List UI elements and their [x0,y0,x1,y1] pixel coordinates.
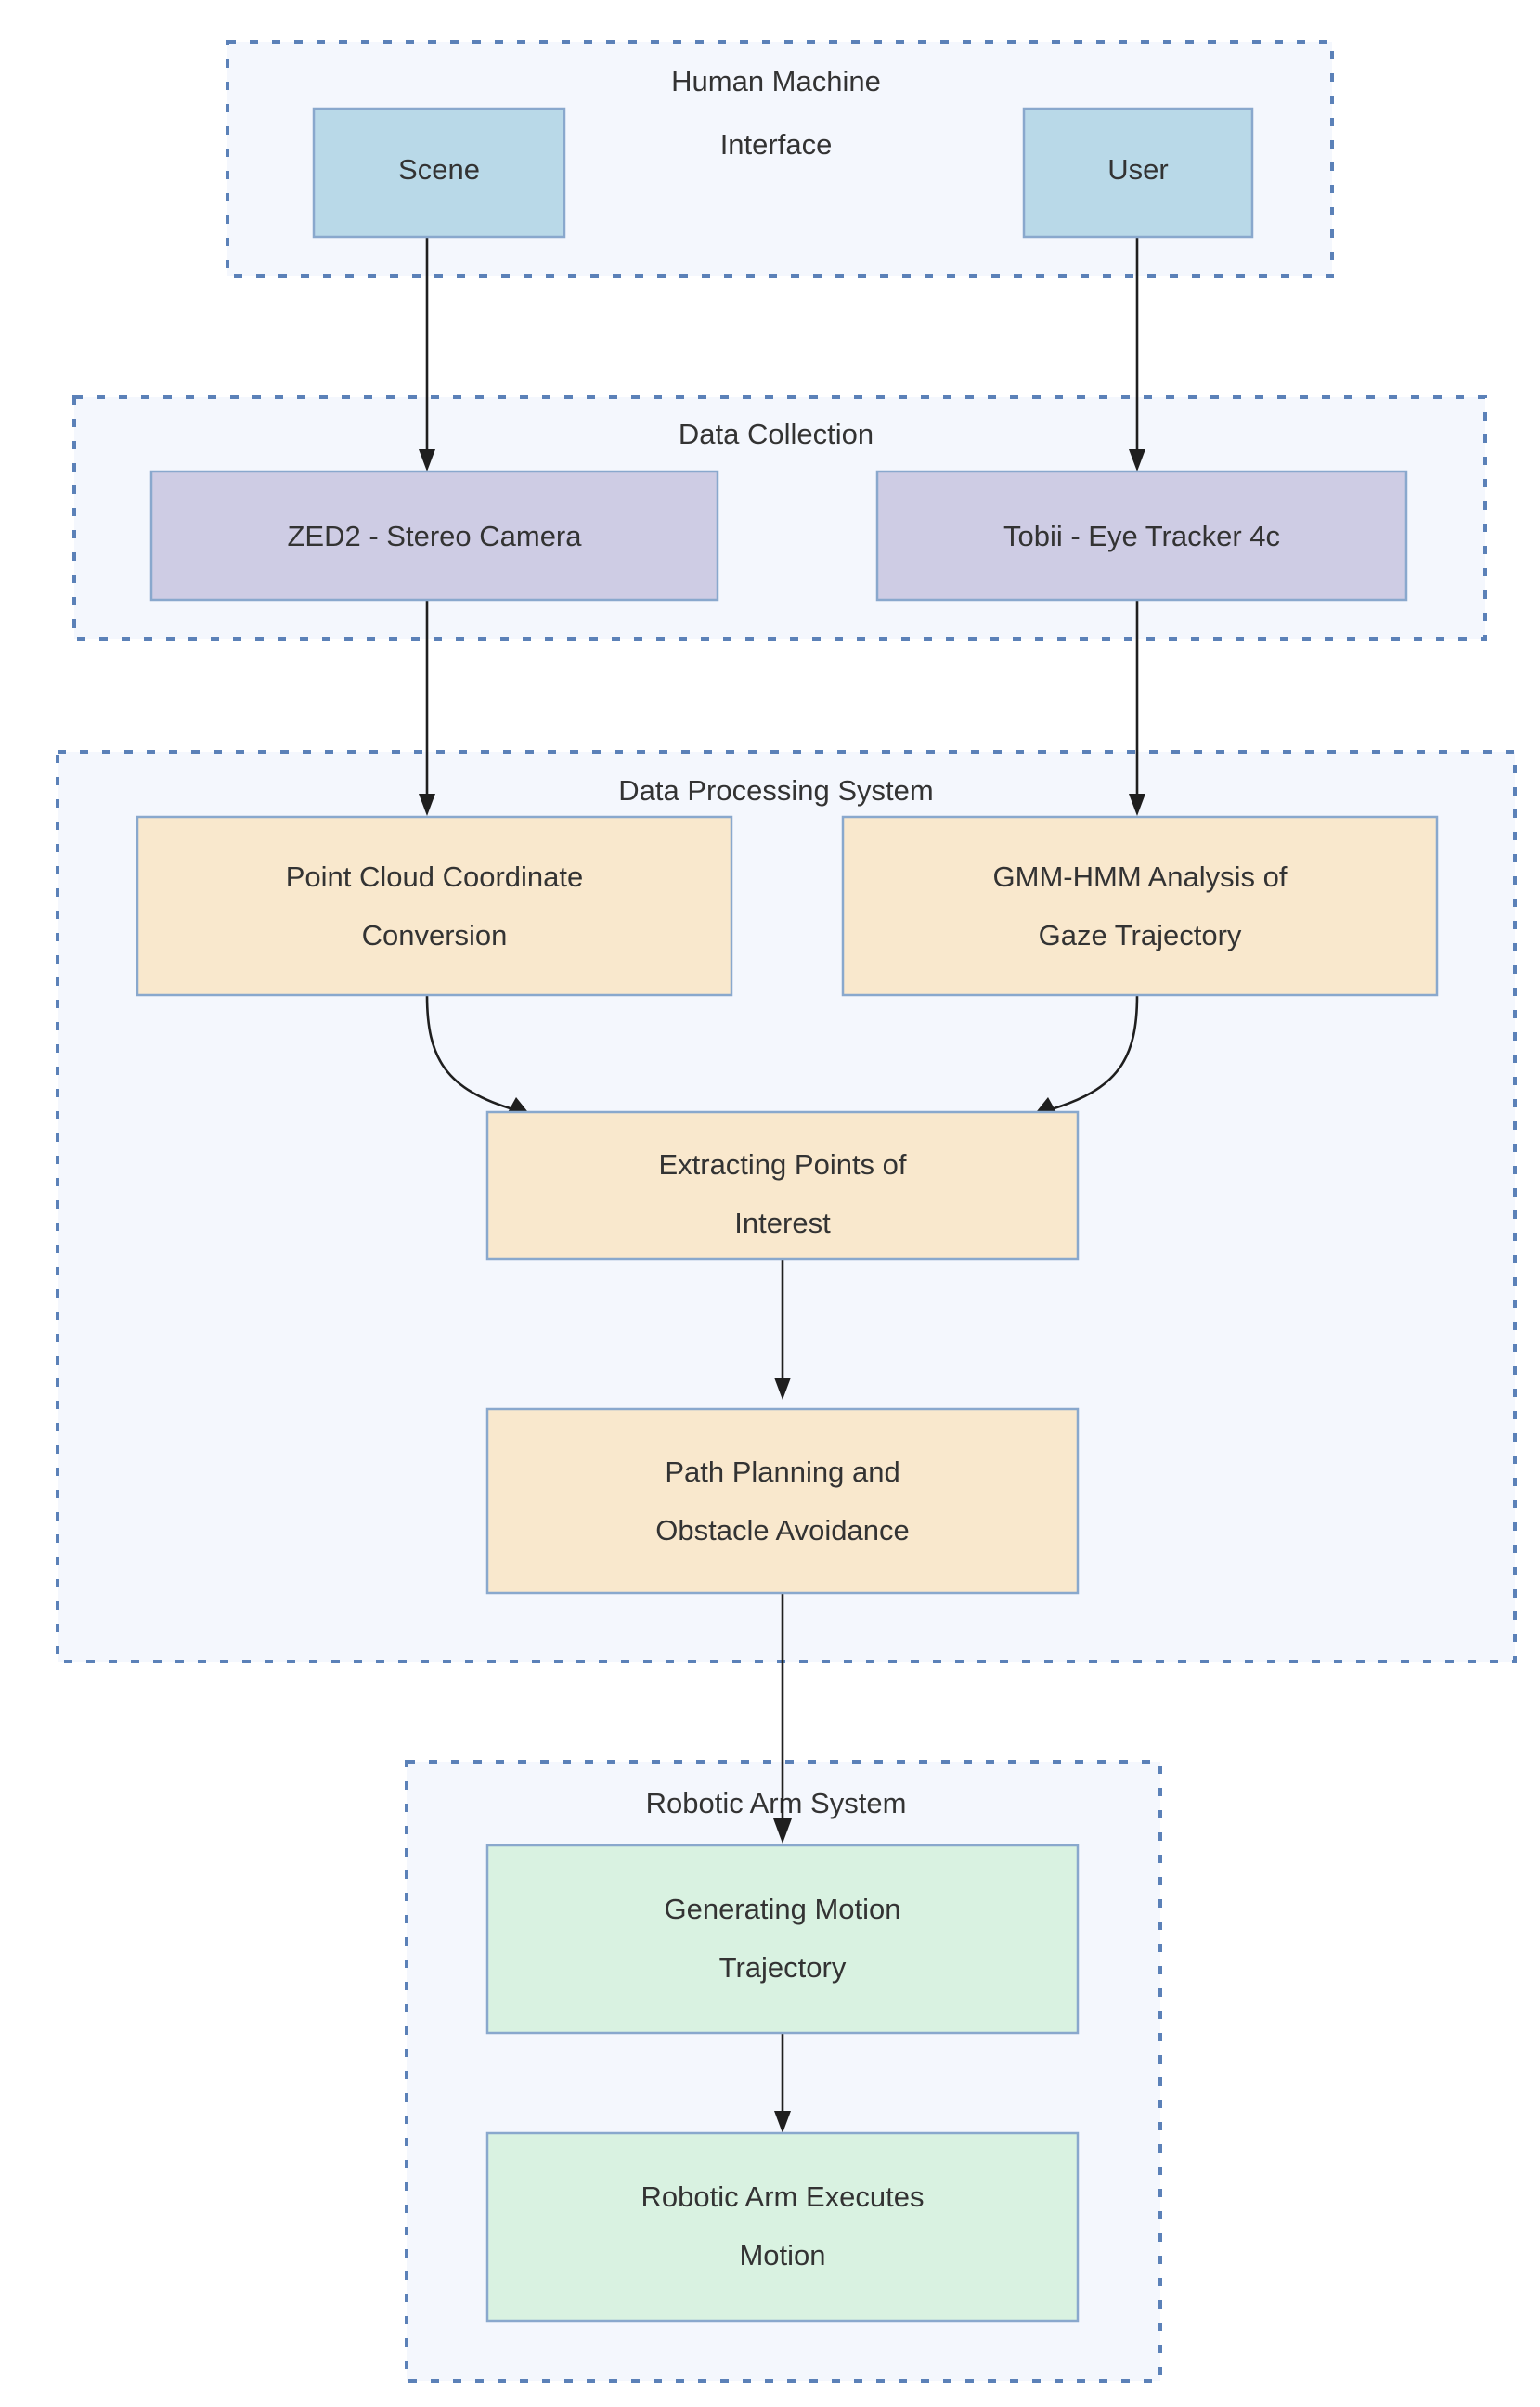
node-box-tobii[interactable] [875,470,1408,602]
node-box-generating-motion[interactable] [485,1844,1080,2035]
node-label-poi-line1: Extracting Points of [658,1148,906,1181]
edges-layer [419,237,1145,2133]
edge-tobii-to-gmm-hmm [1129,599,1145,816]
edge-zed2-to-point-cloud [419,599,435,816]
node-label-tobii: Tobii - Eye Tracker 4c [1003,520,1280,552]
node-robotic-arm-executes-motion[interactable]: Robotic Arm Executes Motion [485,2131,1080,2323]
node-box-path-planning[interactable] [485,1407,1080,1595]
node-box-scene[interactable] [312,107,566,239]
node-path-planning-obstacle-avoidance[interactable]: Path Planning and Obstacle Avoidance [485,1407,1080,1595]
group-label-robotic-arm: Robotic Arm System [646,1787,907,1819]
edge-poi-to-path-planning [774,1258,791,1400]
node-tobii-eye-tracker[interactable]: Tobii - Eye Tracker 4c [875,470,1408,602]
node-label-point-cloud-line2: Conversion [362,919,508,951]
node-label-gmm-hmm-line2: Gaze Trajectory [1039,919,1242,951]
node-zed2-stereo-camera[interactable]: ZED2 - Stereo Camera [149,470,719,602]
node-box-user[interactable] [1022,107,1254,239]
node-label-scene: Scene [398,153,480,186]
node-label-gmm-hmm-line1: GMM-HMM Analysis of [993,861,1288,893]
node-label-execute-motion-line1: Robotic Arm Executes [641,2181,925,2213]
group-label-hmi-line2: Interface [720,128,833,161]
node-label-poi-line2: Interest [734,1207,831,1239]
arrow-head-icon [1129,794,1145,816]
node-user[interactable]: User [1022,107,1254,239]
node-label-zed2: ZED2 - Stereo Camera [288,520,583,552]
node-box-point-cloud[interactable] [136,815,733,997]
arrow-head-icon [773,1818,792,1844]
arrow-head-icon [774,1378,791,1400]
node-label-point-cloud-line1: Point Cloud Coordinate [286,861,584,893]
node-box-gmm-hmm[interactable] [841,815,1439,997]
node-point-cloud-coordinate-conversion[interactable]: Point Cloud Coordinate Conversion [136,815,733,997]
node-label-generating-motion-line1: Generating Motion [664,1893,900,1925]
node-scene[interactable]: Scene [312,107,566,239]
node-box-zed2[interactable] [149,470,719,602]
node-label-user: User [1107,153,1168,186]
edge-scene-to-zed2 [419,237,435,472]
arrow-head-icon [419,794,435,816]
arrow-head-icon [1129,449,1145,472]
node-box-execute-motion[interactable] [485,2131,1080,2323]
group-label-data-processing: Data Processing System [618,774,933,807]
edge-user-to-tobii [1129,237,1145,472]
arrow-head-icon [419,449,435,472]
group-label-data-collection: Data Collection [679,418,874,450]
node-label-generating-motion-line2: Trajectory [719,1951,847,1984]
node-label-execute-motion-line2: Motion [739,2239,825,2271]
node-label-path-planning-line2: Obstacle Avoidance [655,1514,909,1546]
group-label-hmi-line1: Human Machine [671,65,881,97]
node-label-path-planning-line1: Path Planning and [665,1456,899,1488]
node-gmm-hmm-analysis[interactable]: GMM-HMM Analysis of Gaze Trajectory [841,815,1439,997]
arrow-head-icon [774,2111,791,2133]
edge-path-planning-to-motion-trajectory [773,1594,792,1844]
node-box-poi[interactable] [485,1110,1080,1261]
node-extracting-points-of-interest[interactable]: Extracting Points of Interest [485,1110,1080,1261]
node-generating-motion-trajectory[interactable]: Generating Motion Trajectory [485,1844,1080,2035]
edge-motion-trajectory-to-execute [774,2033,791,2133]
